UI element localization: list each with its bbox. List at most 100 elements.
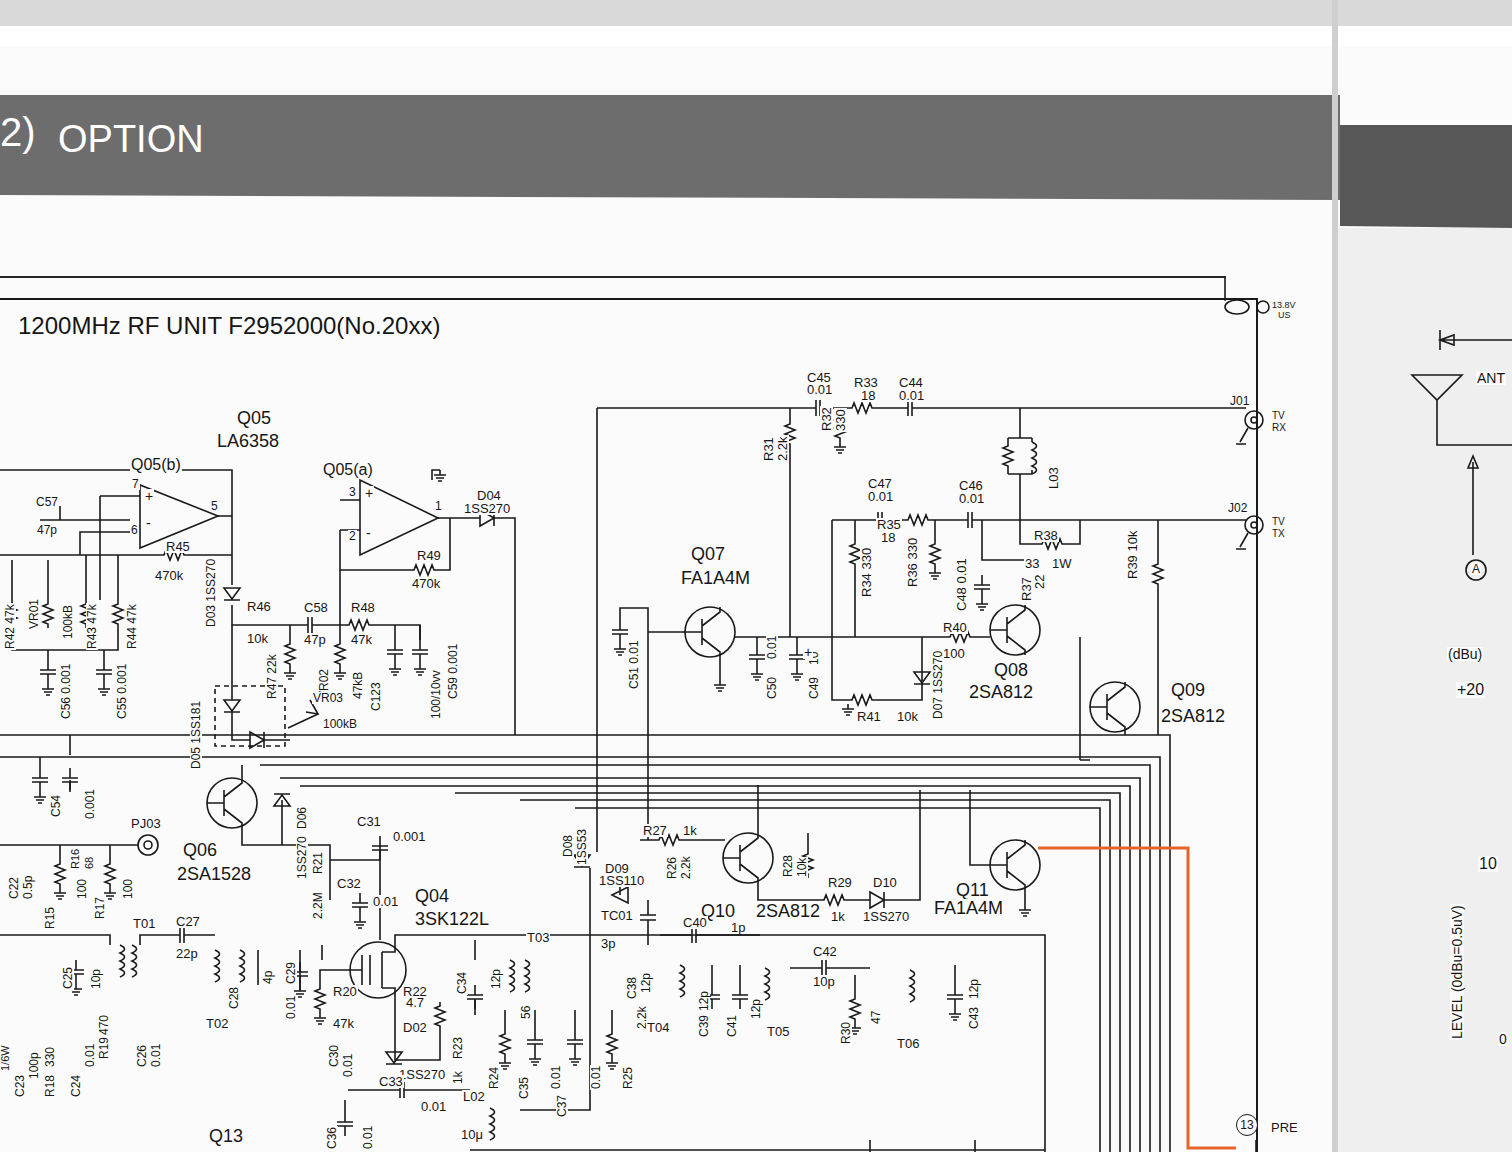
part-label: C31 [356,815,382,828]
part-label: R32 [820,406,833,432]
part-label: VR03 [312,692,344,704]
part-label: D03 1SS270 [205,558,217,628]
part-label: 470k [154,569,184,582]
part-label: 100kB [322,718,358,730]
part-label: C25 [62,966,74,990]
part-label: C34 [456,971,468,995]
part-label: D04 [476,489,502,502]
part-label: C51 0.01 [628,639,640,690]
part-label: R48 [350,601,376,614]
part-label: 470k [411,577,441,590]
part-label: C27 [175,915,201,928]
part-label: LA6358 [216,432,280,450]
part-label: D07 1SS270 [932,650,944,720]
part-label: J02 [1227,502,1248,514]
part-label: 10 [1478,856,1498,872]
part-label: - [365,526,372,540]
part-label: 0.01 [958,492,985,505]
part-label: R29 [827,876,853,889]
part-label: D02 [402,1021,428,1034]
part-label: 10p [90,968,102,990]
part-label: C29 [285,961,297,985]
part-label: TV [1271,411,1286,421]
part-label: R19 [98,1036,110,1060]
part-label: 10k [246,632,269,645]
part-label: 1/6W [0,1044,11,1072]
part-label: 100kB [62,604,74,640]
part-label: 100 [122,878,134,900]
part-label: J01 [1229,395,1250,407]
part-label: 1SS270 [398,1068,446,1081]
part-label: 0.01 [342,1053,354,1078]
part-label: R43 47k [86,603,98,650]
unit-title: 1200MHz RF UNIT F2952000(No.20xx) [16,314,442,338]
part-label: C26 [136,1044,148,1068]
part-label: R38 [1033,529,1059,542]
part-label: 100/10vv [430,669,442,720]
part-label: C57 [35,496,59,508]
part-label: 1SS53 [576,828,588,866]
part-label: 0.01 [285,995,297,1020]
part-label: 12p [490,968,502,990]
part-label: C42 [812,945,838,958]
part-label: C30 [328,1044,340,1068]
part-label: 47p [36,524,58,536]
part-label: R42 47k [4,603,16,650]
part-label: Q07 [690,545,726,563]
part-label: D08 [562,834,574,858]
part-label: TV [1271,517,1286,527]
part-label: R24 [488,1066,500,1090]
part-label: R34 330 [860,547,873,598]
part-label: R30 [840,1021,852,1045]
part-label: 0.001 [392,830,427,843]
part-label: FA1A4M [933,899,1004,917]
part-label: LEVEL (0dBu=0.5uV) [1450,904,1464,1040]
part-label: C32 [336,877,362,890]
part-label: 47k [350,633,373,646]
part-label: C44 [898,376,924,389]
part-label: R17 [94,896,106,920]
part-label: T01 [132,917,156,930]
part-label: 5 [210,500,219,512]
part-label: R40 [942,621,968,634]
part-label: R49 [416,549,442,562]
part-label: R41 [856,710,882,723]
board-outline: 1200MHz RF UNIT F2952000(No.20xx)13 [0,298,1258,1152]
part-label: 0.01 [362,1125,374,1150]
part-label: C38 [626,976,638,1000]
part-label: R31 [762,436,775,462]
part-label: 1 [434,500,443,512]
part-label: - [145,516,152,530]
section-number: 2) [0,112,36,152]
part-label: C54 [50,794,62,818]
part-label: C58 [303,601,329,614]
part-label: R33 [853,376,879,389]
part-label: 1k [830,910,846,923]
part-label: 22p [175,947,199,960]
part-label: T02 [205,1017,229,1030]
part-label: R35 [876,518,902,531]
part-label: T06 [896,1037,920,1050]
part-label: 4p [262,970,274,985]
part-label: Q05 [236,409,272,427]
part-label: 1SS110 [598,874,645,887]
part-label: C59 0.001 [447,643,459,700]
part-label: TC01 [600,909,634,922]
part-label: 1k [452,1070,464,1085]
part-label: RX [1271,423,1287,433]
part-label: C43 [968,1006,980,1030]
part-label: +20 [1456,682,1485,698]
part-label: R37 [1020,576,1033,602]
part-label: 2SA812 [1160,707,1226,725]
part-label: 2.2k [680,855,692,880]
part-label: D06 [296,806,308,830]
part-label: C39 [698,1014,710,1038]
page-heading: OPTION [58,120,204,158]
part-label: R36 330 [906,537,919,588]
part-label: C41 [726,1014,738,1038]
part-label: C37 [556,1094,568,1118]
part-label: 0.01 [420,1100,447,1113]
part-label: 0.01 [766,635,778,660]
part-label: R28 [782,854,794,878]
part-label: 1W [1051,557,1073,570]
